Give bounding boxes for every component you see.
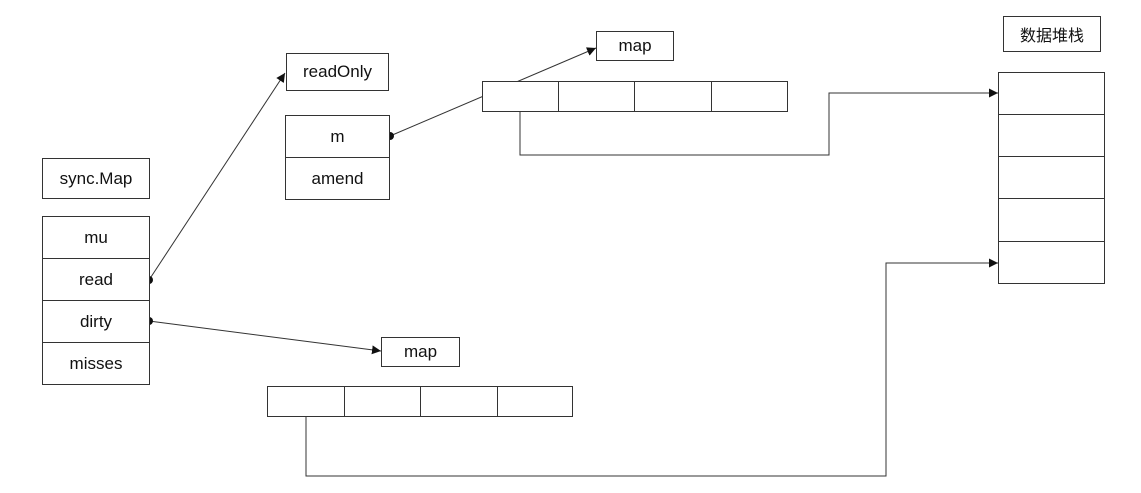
syncmap-field-misses: misses xyxy=(42,342,150,385)
syncmap-field-read-label: read xyxy=(78,269,114,289)
stack-slot xyxy=(998,156,1105,199)
stack-slot xyxy=(998,241,1105,284)
stack-slot xyxy=(998,72,1105,115)
readonly-field-m: m xyxy=(285,115,390,158)
readonly-field-amend-label: amend xyxy=(311,168,364,188)
readonly-title-text: readOnly xyxy=(303,62,372,81)
syncmap-title: sync.Map xyxy=(42,158,150,199)
stack-slot xyxy=(998,198,1105,242)
map-bottom-label: map xyxy=(381,337,460,367)
syncmap-field-read: read xyxy=(42,258,150,301)
syncmap-field-misses-label: misses xyxy=(69,353,123,373)
syncmap-field-mu-label: mu xyxy=(84,227,108,247)
map-top-slot xyxy=(634,81,712,112)
read-to-readonly-arrow xyxy=(148,72,286,281)
map-top-to-stack-arrow xyxy=(519,88,998,156)
stack-title-text: 数据堆栈 xyxy=(1019,26,1084,45)
syncmap-field-dirty: dirty xyxy=(42,300,150,343)
syncmap-field-dirty-label: dirty xyxy=(79,311,113,331)
stack-title: 数据堆栈 xyxy=(1003,16,1101,52)
readonly-title: readOnly xyxy=(286,53,389,91)
dirty-to-map-arrow xyxy=(148,320,382,355)
map-top-label: map xyxy=(596,31,674,61)
map-top-slot xyxy=(482,81,559,112)
map-top-slot xyxy=(558,81,635,112)
map-top-slot xyxy=(711,81,788,112)
map-top-label-text: map xyxy=(618,36,652,55)
map-bottom-label-text: map xyxy=(403,342,438,361)
stack-slot xyxy=(998,114,1105,157)
map-bottom-slot xyxy=(420,386,498,417)
syncmap-field-mu: mu xyxy=(42,216,150,259)
readonly-field-m-label: m xyxy=(330,126,345,146)
map-bottom-slot xyxy=(497,386,573,417)
readonly-field-amend: amend xyxy=(285,157,390,200)
map-bottom-slot xyxy=(344,386,421,417)
syncmap-title-text: sync.Map xyxy=(59,168,133,188)
map-bottom-slot xyxy=(267,386,345,417)
map-bottom-to-stack-arrow xyxy=(305,258,998,477)
